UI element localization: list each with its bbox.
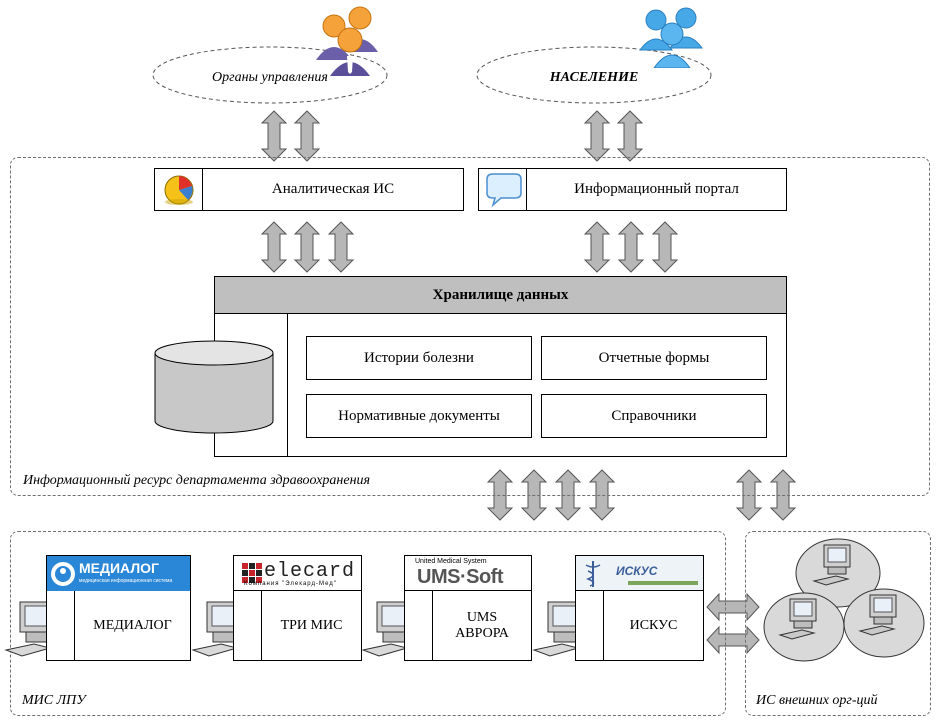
iskus-label: ИСКУС — [629, 617, 678, 633]
iskus-logo-text: ИСКУС — [616, 564, 658, 578]
medialog-label: МЕДИАЛОГ — [93, 617, 172, 633]
storage-item-history[interactable]: Истории болезни — [306, 336, 532, 380]
portal-label: Информационный портал — [574, 181, 739, 197]
database-cell — [215, 314, 288, 456]
system-ums[interactable]: United Medical System UMS·Soft UMS АВРОР… — [404, 555, 532, 661]
medialog-logo: МЕДИАЛОГ медицинская информационная сист… — [47, 556, 190, 591]
mis-label: МИС ЛПУ — [22, 693, 86, 708]
medialog-logo-sub: медицинская информационная система — [79, 578, 173, 584]
database-cylinder-icon — [153, 339, 275, 435]
analytic-is-box[interactable]: Аналитическая ИС — [154, 168, 464, 211]
ums-label: UMS АВРОРА — [455, 609, 509, 641]
arrow-management-1 — [261, 110, 287, 162]
mis-region — [10, 531, 726, 716]
ums-logo-sub: United Medical System — [415, 558, 487, 565]
population-label: НАСЕЛЕНИЕ — [549, 70, 639, 85]
ums-logo-text: UMS·Soft — [417, 566, 503, 588]
external-computers-icon — [760, 535, 928, 665]
population-people-icon — [636, 4, 708, 68]
analytic-is-label: Аналитическая ИС — [271, 181, 395, 197]
info-resource-label: Информационный ресурс департамента здрав… — [23, 473, 371, 488]
data-storage-header: Хранилище данных — [215, 277, 786, 314]
portal-icon-cell — [479, 169, 527, 210]
population-group — [474, 5, 714, 105]
data-storage-title: Хранилище данных — [432, 286, 569, 303]
external-computer-top — [795, 538, 881, 608]
iskus-divider — [603, 591, 604, 660]
trimis-label: ТРИ МИС — [280, 617, 343, 633]
iskus-logo-stripe — [628, 581, 698, 585]
elecard-logo-text: elecard — [264, 560, 356, 583]
management-ellipse — [152, 46, 388, 104]
medialog-divider — [74, 591, 75, 660]
elecard-logo-sub: Компания "Элекард-Мед" — [244, 581, 337, 587]
speech-bubble-icon — [486, 173, 522, 208]
system-iskus[interactable]: ИСКУС ИСКУС — [575, 555, 704, 661]
external-computer-right — [843, 588, 925, 658]
external-region — [745, 531, 931, 716]
portal-box[interactable]: Информационный портал — [478, 168, 787, 211]
management-label: Органы управления — [212, 70, 328, 85]
external-computer-left — [763, 592, 845, 662]
elecard-logo: elecard Компания "Элекард-Мед" — [234, 556, 361, 591]
system-trimis[interactable]: elecard Компания "Элекард-Мед" ТРИ МИС — [233, 555, 362, 661]
pie-chart-icon — [164, 175, 194, 205]
system-medialog[interactable]: МЕДИАЛОГ медицинская информационная сист… — [46, 555, 191, 661]
storage-item-normative[interactable]: Нормативные документы — [306, 394, 532, 438]
info-resource-region — [10, 157, 930, 496]
medialog-logo-text: МЕДИАЛОГ — [79, 560, 159, 576]
storage-item-reports[interactable]: Отчетные формы — [541, 336, 767, 380]
arrow-management-2 — [294, 110, 320, 162]
arrow-population-1 — [584, 110, 610, 162]
computer-icon — [191, 600, 259, 660]
management-people-icon — [312, 4, 384, 76]
management-group — [150, 5, 390, 105]
trimis-divider — [261, 591, 262, 660]
elecard-grid-icon — [242, 563, 262, 583]
ums-logo: United Medical System UMS·Soft — [405, 556, 531, 591]
storage-item-directories[interactable]: Справочники — [541, 394, 767, 438]
ums-divider — [432, 591, 433, 660]
analytic-icon-cell — [155, 169, 203, 210]
arrow-population-2 — [617, 110, 643, 162]
iskus-logo: ИСКУС — [576, 556, 703, 591]
population-ellipse — [476, 46, 712, 104]
caduceus-icon — [585, 561, 601, 587]
external-label: ИС внешних орг-ций — [756, 693, 878, 708]
